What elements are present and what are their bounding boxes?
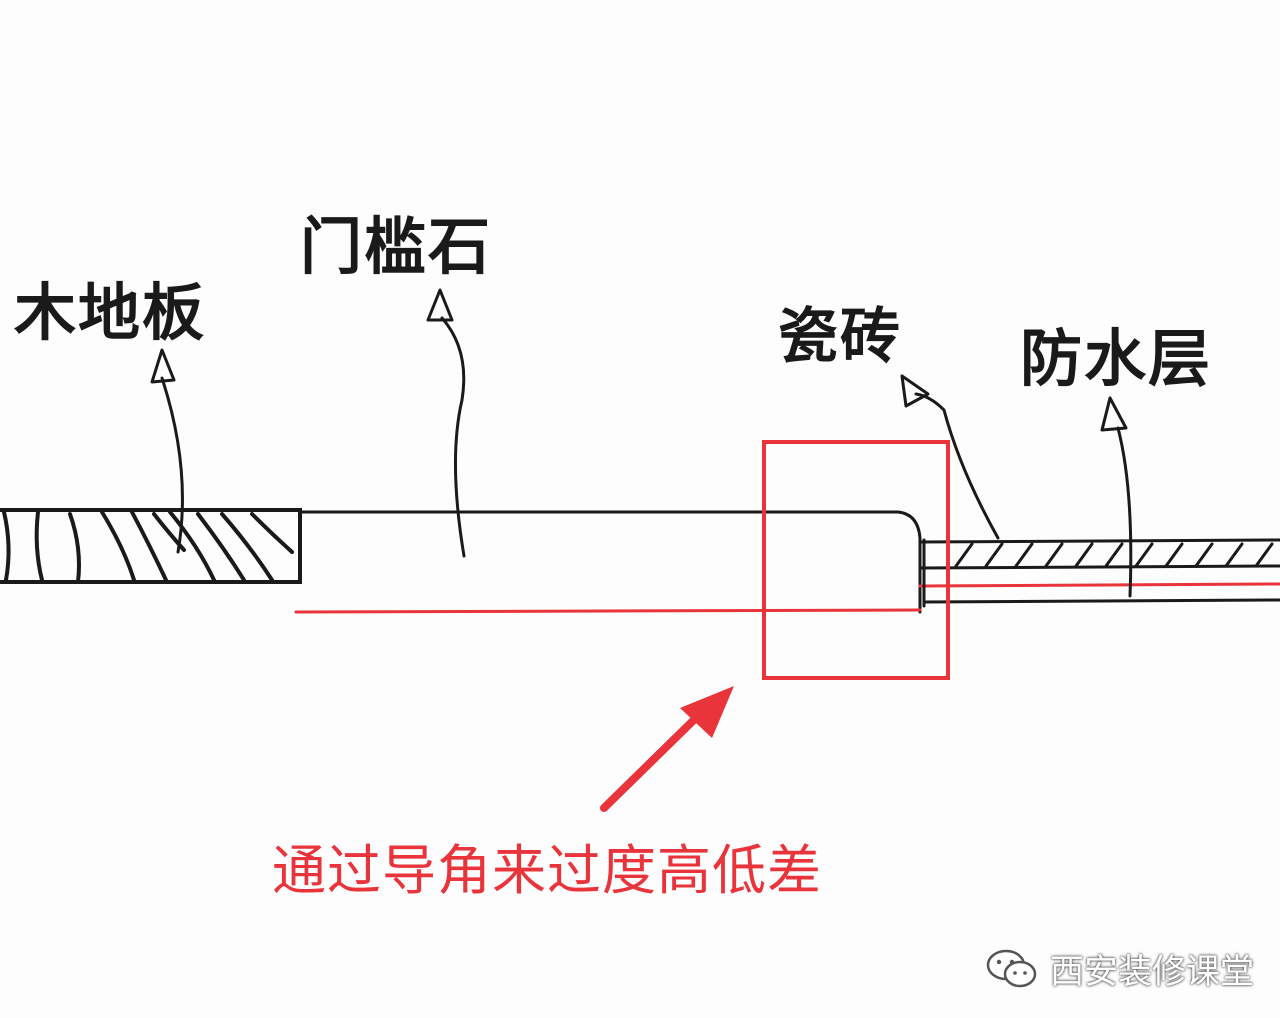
sill-arrowhead xyxy=(426,288,454,322)
wood-floor-block xyxy=(0,508,302,584)
watermark: 西安装修课堂 xyxy=(984,944,1254,993)
chamfer-highlight-box xyxy=(762,440,950,680)
wood-floor-arrowhead xyxy=(150,348,176,384)
red-callout-arrow xyxy=(600,686,734,812)
leader-arrows xyxy=(150,288,1133,598)
tile-arrowhead xyxy=(900,374,930,408)
watermark-text: 西安装修课堂 xyxy=(1050,952,1254,992)
wood-floor-leader xyxy=(160,376,184,554)
chamfer-caption: 通过导角来过度高低差 xyxy=(272,839,822,902)
door-sill-stone xyxy=(294,510,922,614)
waterproof-layer-label: 防水层 xyxy=(1020,322,1213,395)
wood-floor-label: 木地板 xyxy=(14,276,207,349)
tile-leader xyxy=(914,392,1000,540)
sill-leader xyxy=(440,316,466,558)
ceramic-tile-label: 瓷砖 xyxy=(778,302,902,372)
wechat-icon xyxy=(986,949,1037,987)
door-sill-stone-label: 门槛石 xyxy=(300,210,493,283)
waterproof-arrowhead xyxy=(1100,396,1128,432)
waterproof-leader xyxy=(1116,426,1133,598)
tile-and-waterproof-layer xyxy=(918,538,1280,608)
